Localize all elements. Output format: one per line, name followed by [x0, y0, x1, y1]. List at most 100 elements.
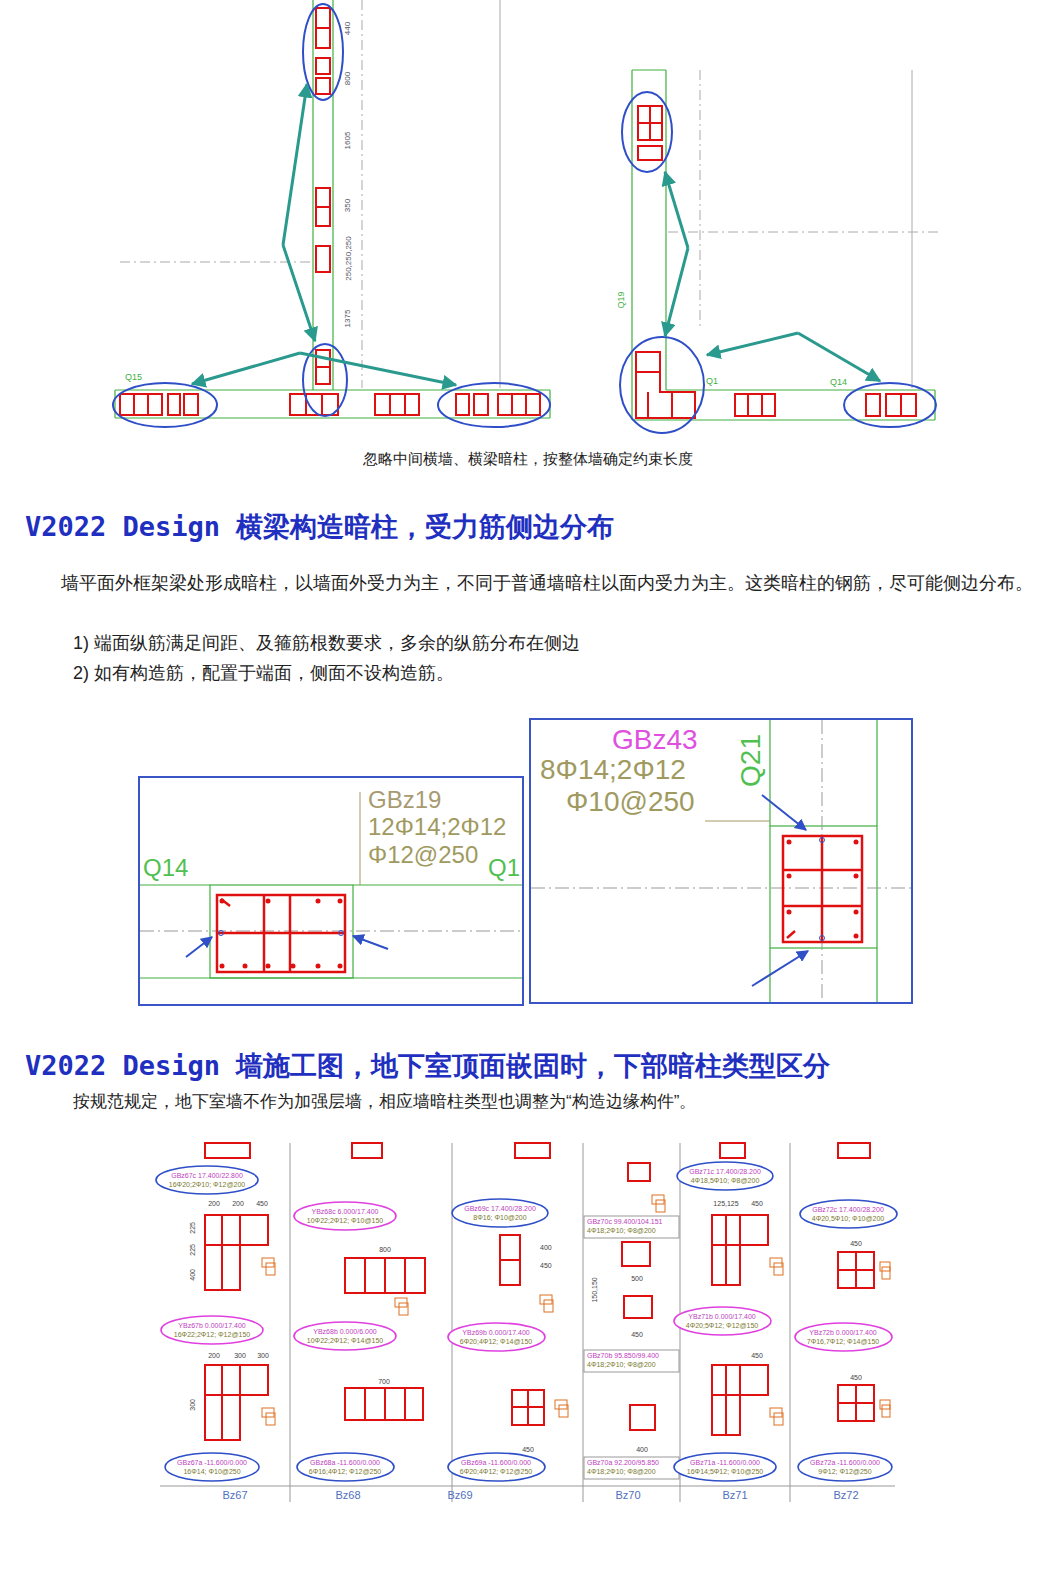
wall-outline — [140, 884, 210, 885]
rebar-dot — [338, 899, 343, 904]
ellipse-outline — [165, 1453, 259, 1481]
wall-outline — [666, 389, 935, 390]
section-symbol — [544, 1300, 553, 1312]
column-section — [364, 1388, 366, 1420]
rebar-spec: 16Φ14;5Φ12; Φ10@250 — [687, 1467, 763, 1476]
ellipse-outline — [447, 1452, 546, 1482]
list-item: 2) 如有构造筋，配置于端面，侧面不设构造筋。 — [73, 658, 454, 688]
label-ellipse: GBz69c 17.400/28.2008Φ16; Φ10@200 — [451, 1198, 549, 1228]
wall-outline — [769, 720, 770, 826]
column-section — [787, 931, 795, 938]
column-section — [783, 836, 862, 942]
detail-note: Q14 — [143, 855, 188, 881]
wall-name: Q14 — [830, 377, 847, 387]
column-section — [217, 932, 345, 935]
dimension: 350 — [345, 198, 354, 211]
column-section — [838, 1143, 870, 1158]
dimension: 700 — [378, 1378, 390, 1386]
dimension: 400 — [540, 1244, 552, 1252]
pointer-arrow — [186, 937, 212, 957]
wall-outline — [665, 70, 666, 390]
dimension: 125,125 — [713, 1200, 738, 1208]
dimension: 450 — [751, 1352, 763, 1360]
rebar-dot — [787, 910, 792, 915]
detail-note: 8Φ14;2Φ12 — [540, 754, 686, 785]
ellipse-outline — [448, 1323, 545, 1351]
wall-outline — [770, 826, 877, 948]
column-section — [205, 1143, 250, 1158]
ellipse-outline — [293, 1321, 397, 1351]
dimension: 200 — [208, 1200, 220, 1208]
column-section — [205, 1143, 874, 1440]
pointer-arrow — [798, 333, 880, 381]
hidden-column — [474, 394, 488, 415]
dimension: 400 — [189, 1269, 197, 1281]
rebar-spec: 4Φ18;2Φ10; Φ8@200 — [587, 1468, 656, 1476]
column-section — [205, 1244, 240, 1246]
column-section — [838, 1269, 874, 1271]
rebar-dot — [220, 899, 225, 904]
pointer-arrow — [283, 245, 315, 341]
ellipse-outline — [293, 1201, 397, 1231]
wall-outline — [140, 720, 877, 1002]
section-symbol — [399, 1303, 408, 1315]
column-section — [838, 1402, 874, 1404]
section-heading: V2022 Design 墙施工图，地下室顶面嵌固时，下部暗柱类型区分 — [25, 1051, 830, 1081]
table-line — [290, 1143, 291, 1502]
column-section — [725, 1365, 727, 1435]
rebar-dot — [854, 874, 859, 879]
wall-outline — [115, 389, 550, 390]
ellipse-outline — [161, 1316, 263, 1344]
column-section — [630, 1405, 655, 1430]
column-name: YBz68c 6.000/17.400 — [312, 1207, 379, 1216]
section-symbol — [882, 1267, 890, 1279]
dimension: 800 — [379, 1246, 391, 1254]
grid-line — [120, 262, 310, 263]
column-group: Bz69 — [447, 1489, 472, 1501]
grid-line — [912, 70, 913, 388]
dimension: 250,250,250 — [345, 236, 354, 281]
hidden-column — [900, 394, 902, 416]
highlight-ellipse — [620, 337, 704, 433]
hidden-column — [761, 394, 763, 416]
dimension: 450 — [850, 1240, 862, 1248]
ellipse-outline — [155, 1165, 259, 1195]
hidden-column — [404, 394, 406, 415]
rebar-spec: 9Φ12; Φ12@250 — [818, 1467, 871, 1476]
column-section — [239, 1365, 241, 1395]
rebar-spec: 6Φ20;4Φ12; Φ14@150 — [460, 1337, 533, 1346]
ellipse-outline — [164, 1452, 260, 1482]
grid-line — [362, 0, 363, 388]
wall-outline — [632, 419, 935, 420]
rebar-spec: 4Φ20;5Φ12; Φ12@150 — [686, 1321, 759, 1330]
column-section — [821, 836, 824, 942]
column-section — [221, 1365, 223, 1440]
column-section — [739, 1215, 741, 1245]
hidden-column — [168, 394, 180, 415]
hidden-column — [316, 58, 330, 74]
hidden-column — [321, 394, 323, 415]
dimension: 500 — [631, 1275, 643, 1283]
ellipse-outline — [673, 1306, 772, 1336]
dimension: 300 — [189, 1399, 197, 1411]
side-bar — [820, 936, 825, 941]
pointer-arrow — [762, 795, 806, 830]
highlight-ellipse — [113, 383, 217, 427]
hidden-column — [316, 8, 330, 48]
dimension: 450 — [540, 1262, 552, 1270]
column-name: GBz70b 95.850/99.400 — [587, 1352, 659, 1360]
rebar-spec: 4Φ18;2Φ10; Φ8@200 — [587, 1361, 656, 1369]
hidden-column — [638, 122, 662, 124]
label-ellipse: GBz71c 17.400/28.2004Φ18,5Φ10; Φ8@200 — [676, 1161, 774, 1191]
rebar-spec: 6Φ20;4Φ12; Φ12@250 — [460, 1467, 533, 1476]
center-line — [531, 888, 911, 889]
pointer-arrow — [665, 248, 688, 336]
figure-caption: 忽略中间横墙、横梁暗柱，按整体墙确定约束长度 — [363, 451, 693, 468]
section-symbol — [262, 1195, 890, 1425]
dimension: 450 — [751, 1200, 763, 1208]
rebar-dot — [854, 934, 859, 939]
label-ellipse: GBz67a -11.600/0.00016Φ14; Φ10@250 — [164, 1452, 260, 1482]
column-section — [725, 1215, 727, 1285]
column-section — [205, 1394, 240, 1396]
column-section — [217, 895, 345, 972]
